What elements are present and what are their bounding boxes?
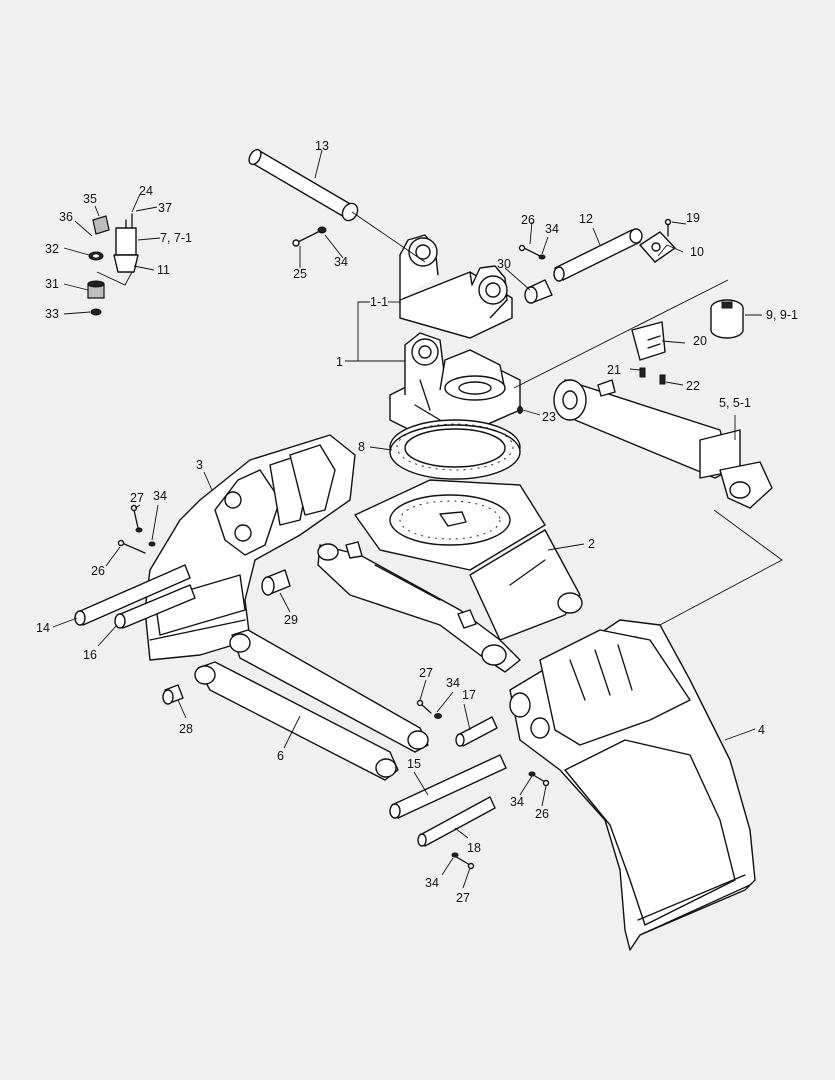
part-1-rotator (389, 332, 521, 446)
label-34: 34 (334, 255, 348, 269)
label-7: 7, 7-1 (160, 231, 192, 245)
label-1-1: 1-1 (370, 295, 388, 309)
part-8-slewing-ring (389, 419, 521, 480)
label-35: 35 (83, 192, 97, 206)
label-27: 27 (456, 891, 470, 905)
part-13-pin (248, 148, 359, 222)
part-29-bushing (261, 569, 291, 596)
label-26: 26 (521, 213, 535, 227)
part-18-pin (417, 796, 496, 847)
label-5: 5, 5-1 (719, 396, 751, 410)
part-15-pin (389, 754, 507, 819)
label-28: 28 (179, 722, 193, 736)
label-21: 21 (607, 363, 621, 377)
label-27: 27 (130, 491, 144, 505)
part-1-1-upper-bracket (399, 234, 513, 339)
label-34: 34 (510, 795, 524, 809)
part-6-link-arm (194, 629, 429, 781)
part-25-bolt (292, 226, 327, 247)
label-25: 25 (293, 267, 307, 281)
label-27: 27 (419, 666, 433, 680)
label-26: 26 (91, 564, 105, 578)
part-2-frame (317, 479, 583, 673)
part-35-connector (92, 215, 110, 235)
part-32-seal (88, 251, 104, 261)
label-33: 33 (45, 307, 59, 321)
part-21-screw (639, 367, 646, 378)
label-24: 24 (139, 184, 153, 198)
part-28-bushing (162, 684, 184, 705)
label-30: 30 (497, 257, 511, 271)
part-4-right-tine (509, 619, 756, 951)
label-13: 13 (315, 139, 329, 153)
label-34: 34 (446, 676, 460, 690)
label-31: 31 (45, 277, 59, 291)
part-33-washer (90, 308, 102, 316)
label-2: 2 (588, 537, 595, 551)
part-22-screw (659, 374, 666, 385)
label-19: 19 (686, 211, 700, 225)
label-1: 1 (336, 355, 343, 369)
label-14: 14 (36, 621, 50, 635)
label-34: 34 (153, 489, 167, 503)
part-5-cylinder (553, 379, 773, 509)
part-7-valve (113, 213, 139, 273)
part-30-bushing (524, 279, 553, 304)
label-11: 11 (157, 263, 170, 277)
part-20-bracket (631, 321, 666, 361)
label-8: 8 (358, 440, 365, 454)
label-9: 9, 9-1 (766, 308, 798, 322)
label-32: 32 (45, 242, 59, 256)
leader-lines (52, 149, 783, 889)
part-16-pin (114, 584, 196, 629)
part-10-plate (639, 231, 676, 263)
label-10: 10 (690, 245, 704, 259)
part-9-block (710, 299, 744, 339)
label-6: 6 (277, 749, 284, 763)
label-22: 22 (686, 379, 700, 393)
label-37: 37 (158, 201, 172, 215)
part-3-left-tine (144, 434, 356, 661)
label-29: 29 (284, 613, 298, 627)
part-17-pin (455, 716, 498, 747)
label-34: 34 (425, 876, 439, 890)
label-18: 18 (467, 841, 481, 855)
label-23: 23 (542, 410, 556, 424)
label-16: 16 (83, 648, 97, 662)
callout-labels: 13 25 34 35 36 24 37 7, 7-1 32 11 31 33 … (36, 139, 798, 905)
label-12: 12 (579, 212, 593, 226)
part-12-pin (553, 228, 643, 282)
part-14-pin (74, 564, 191, 626)
label-36: 36 (59, 210, 73, 224)
part-31-fitting (87, 280, 105, 299)
label-3: 3 (196, 458, 203, 472)
label-34: 34 (545, 222, 559, 236)
label-20: 20 (693, 334, 707, 348)
part-19-screw (664, 218, 672, 237)
label-17: 17 (462, 688, 476, 702)
label-15: 15 (407, 757, 421, 771)
label-4: 4 (758, 723, 765, 737)
label-26: 26 (535, 807, 549, 821)
fastener-group (117, 244, 550, 870)
